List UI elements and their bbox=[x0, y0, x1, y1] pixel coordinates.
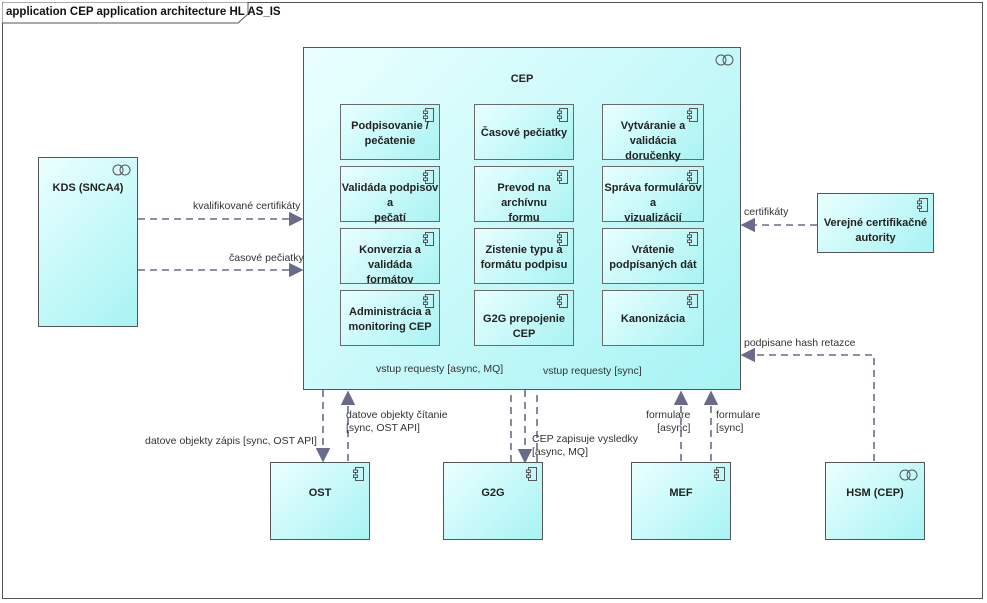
component-icon bbox=[423, 232, 434, 246]
edge-hsm-hash bbox=[740, 347, 875, 461]
component-icon bbox=[557, 232, 568, 246]
cep-component-label: Zistenie typu a formátu podpisu bbox=[480, 244, 568, 271]
edge-label-hsm-hash: podpisane hash retazce bbox=[744, 337, 856, 349]
cep-component-label: Prevod na archívnu formu bbox=[497, 182, 551, 224]
cep-component-label: Časové pečiatky bbox=[480, 127, 568, 139]
component-icon bbox=[353, 467, 364, 481]
cep-component-label: Vrátenie podpísaných dát bbox=[609, 244, 697, 271]
cep-component-label: Podpisovanie / pečatenie bbox=[351, 120, 429, 147]
component-icon bbox=[687, 294, 698, 308]
edge-label-kds-cert: kvalifikované certifikáty bbox=[193, 200, 301, 212]
node-hsm-label: HSM (CEP) bbox=[846, 487, 904, 499]
component-icon bbox=[687, 232, 698, 246]
component-icon bbox=[687, 108, 698, 122]
node-hsm: HSM (CEP) bbox=[825, 462, 925, 540]
cep-component: Administrácia a monitoring CEP bbox=[340, 290, 440, 346]
cep-component-label: G2G prepojenie CEP bbox=[483, 313, 565, 340]
component-icon bbox=[557, 294, 568, 308]
edge-label-g2g-sync: vstup requesty [sync] bbox=[543, 365, 642, 377]
cep-component: Podpisovanie / pečatenie bbox=[340, 104, 440, 160]
diagram-title: application CEP application architecture… bbox=[6, 6, 281, 18]
edge-label-mef-async: formulare [async] bbox=[646, 409, 691, 434]
node-kds: KDS (SNCA4) bbox=[38, 157, 138, 327]
component-icon bbox=[423, 170, 434, 184]
cep-component: Zistenie typu a formátu podpisu bbox=[474, 228, 574, 284]
cep-component-label: Správa formulárov a vizualizácií bbox=[604, 182, 702, 224]
node-ost: OST bbox=[270, 462, 370, 540]
node-mef-label: MEF bbox=[669, 487, 693, 499]
interface-ring-icon bbox=[112, 164, 131, 176]
node-kds-label: KDS (SNCA4) bbox=[52, 182, 124, 194]
cep-component-label: Kanonizácia bbox=[620, 313, 686, 325]
cep-component-label: Konverzia a validáda formátov bbox=[359, 244, 421, 286]
node-ca: Verejné certifikačné autority bbox=[817, 193, 934, 253]
component-icon bbox=[917, 198, 928, 212]
cep-component: Vytváranie a validácia doručenky bbox=[602, 104, 704, 162]
component-icon bbox=[714, 467, 725, 481]
node-g2g: G2G bbox=[443, 462, 543, 540]
component-icon bbox=[526, 467, 537, 481]
edge-label-g2g-async: vstup requesty [async, MQ] bbox=[376, 363, 504, 375]
interface-ring-icon bbox=[715, 54, 734, 66]
component-icon bbox=[423, 108, 434, 122]
edge-label-ca-cert: certifikáty bbox=[744, 206, 789, 218]
node-cep-label: CEP bbox=[510, 73, 534, 85]
edge-label-cep-write: CEP zapisuje vysledky [async, MQ] bbox=[532, 433, 639, 458]
node-ost-label: OST bbox=[308, 487, 332, 499]
component-icon bbox=[557, 170, 568, 184]
edge-label-ost-write: datove objekty zápis [sync, OST API] bbox=[145, 435, 317, 447]
edge-label-mef-sync: formulare [sync] bbox=[716, 409, 761, 434]
interface-ring-icon bbox=[899, 469, 918, 481]
node-ca-label: Verejné certifikačné autority bbox=[823, 217, 928, 244]
cep-component: Kanonizácia bbox=[602, 290, 704, 346]
component-icon bbox=[687, 170, 698, 184]
cep-component: Časové pečiatky bbox=[474, 104, 574, 160]
cep-component-label: Validáda podpisov a pečatí bbox=[341, 182, 439, 224]
component-icon bbox=[557, 108, 568, 122]
edge-label-ost-read: datove objekty čítanie [sync, OST API] bbox=[346, 409, 448, 434]
component-icon bbox=[423, 294, 434, 308]
node-mef: MEF bbox=[631, 462, 731, 540]
cep-component: Prevod na archívnu formu bbox=[474, 166, 574, 224]
cep-component: Správa formulárov a vizualizácií bbox=[602, 166, 704, 224]
cep-component: G2G prepojenie CEP bbox=[474, 290, 574, 346]
node-g2g-label: G2G bbox=[481, 487, 505, 499]
diagram-tab bbox=[2, 2, 249, 24]
cep-component: Validáda podpisov a pečatí bbox=[340, 166, 440, 224]
edge-label-kds-time: časové pečiatky bbox=[229, 252, 304, 264]
cep-component-label: Vytváranie a validácia doručenky bbox=[620, 120, 686, 162]
cep-component: Vrátenie podpísaných dát bbox=[602, 228, 704, 284]
cep-component-label: Administrácia a monitoring CEP bbox=[348, 306, 432, 333]
cep-component: Konverzia a validáda formátov bbox=[340, 228, 440, 286]
